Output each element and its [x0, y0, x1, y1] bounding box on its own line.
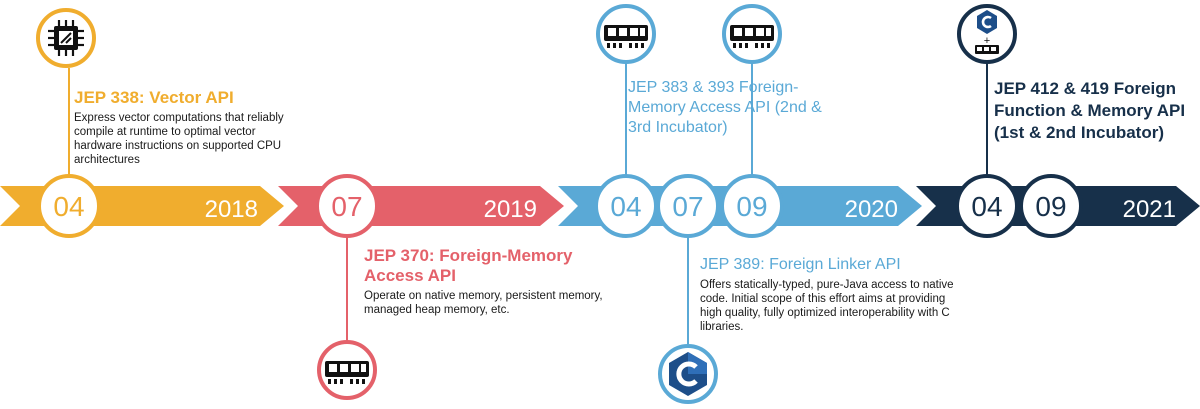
- year-label-2020: 2020: [845, 196, 898, 223]
- month-label: 04: [971, 191, 1002, 222]
- year-label-2019: 2019: [484, 196, 537, 223]
- month-node-2020-07: 07: [656, 174, 720, 238]
- milestone-title: JEP 412 & 419 Foreign Function & Memory …: [994, 79, 1186, 142]
- milestone-jep-412-419: JEP 412 & 419 Foreign Function & Memory …: [994, 78, 1194, 144]
- month-label: 04: [53, 191, 84, 222]
- month-label: 07: [331, 191, 362, 222]
- milestone-title: JEP 383 & 393 Foreign-Memory Access API …: [628, 79, 822, 136]
- memory-module-icon-2020-04: [596, 4, 656, 64]
- milestone-jep-389: JEP 389: Foreign Linker API Offers stati…: [700, 255, 960, 334]
- month-node-2021-09: 09: [1019, 174, 1083, 238]
- milestone-jep-383-393: JEP 383 & 393 Foreign-Memory Access API …: [628, 78, 828, 138]
- memory-module-icon-2020-09: [722, 4, 782, 64]
- milestone-description: Express vector computations that reliabl…: [74, 112, 284, 166]
- cpu-chip-icon: [36, 8, 96, 68]
- milestone-title: JEP 389: Foreign Linker API: [700, 256, 901, 273]
- month-label: 09: [1035, 191, 1066, 222]
- c-language-icon: [658, 344, 718, 404]
- year-label-2018: 2018: [205, 196, 258, 223]
- month-label: 07: [672, 191, 703, 222]
- year-label-2021: 2021: [1123, 196, 1176, 223]
- memory-module-icon-2019: [317, 340, 377, 400]
- milestone-title: JEP 370: Foreign-Memory Access API: [364, 246, 573, 285]
- c-plus-memory-icon: +: [957, 4, 1017, 64]
- milestone-description: Offers statically-typed, pure-Java acces…: [700, 279, 954, 333]
- milestone-jep-370: JEP 370: Foreign-Memory Access API Opera…: [364, 246, 614, 317]
- plus-sign: +: [984, 35, 990, 47]
- milestone-description: Operate on native memory, persistent mem…: [364, 290, 603, 316]
- month-node-2019-07: 07: [315, 174, 379, 238]
- month-node-2018-04: 04: [37, 174, 101, 238]
- month-node-2021-04: 04: [955, 174, 1019, 238]
- milestone-jep-338: JEP 338: Vector API Express vector compu…: [74, 88, 304, 167]
- milestone-title: JEP 338: Vector API: [74, 88, 234, 107]
- month-node-2020-09: 09: [720, 174, 784, 238]
- month-label: 04: [610, 191, 641, 222]
- month-node-2020-04: 04: [594, 174, 658, 238]
- month-label: 09: [736, 191, 767, 222]
